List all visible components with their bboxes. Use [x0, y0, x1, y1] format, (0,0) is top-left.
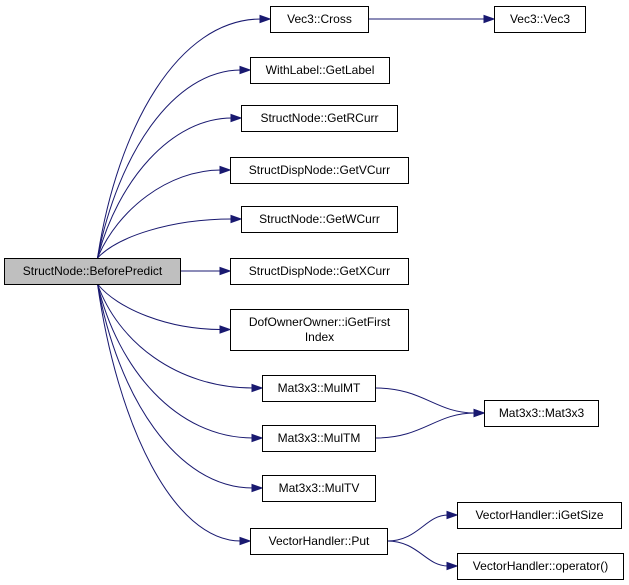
edges-layer	[97, 14, 496, 571]
node-label: VectorHandler::operator()	[473, 559, 608, 573]
node-label: Mat3x3::MulTV	[279, 481, 360, 495]
arrowhead-icon	[446, 510, 459, 520]
node-label: Vec3::Vec3	[510, 12, 570, 26]
node-label: Mat3x3::MulMT	[278, 381, 361, 395]
node-label: DofOwnerOwner::iGetFirst	[249, 315, 391, 329]
arrowhead-icon	[473, 408, 486, 418]
edge-root-to-structdispnode-getvcurr	[97, 169, 222, 259]
node-root[interactable]: StructNode::BeforePredict	[4, 258, 181, 285]
arrowhead-icon	[219, 165, 232, 175]
edge-root-to-mat3x3-multv	[97, 283, 254, 489]
node-box	[262, 375, 376, 402]
arrowhead-icon	[230, 214, 243, 224]
node-structnode-getrcurr[interactable]: StructNode::GetRCurr	[241, 105, 398, 132]
node-box	[262, 475, 376, 502]
node-vec3-cross[interactable]: Vec3::Cross	[270, 6, 369, 33]
edge-root-to-vec3-cross	[97, 18, 262, 259]
node-label: WithLabel::GetLabel	[266, 63, 375, 77]
edge-mat3x3-multm-to-mat3x3-mat3x3	[374, 412, 476, 439]
node-vectorhandler-put[interactable]: VectorHandler::Put	[250, 528, 388, 555]
node-label: Mat3x3::Mat3x3	[499, 406, 585, 420]
node-box	[4, 258, 181, 285]
arrowhead-icon	[446, 561, 459, 571]
nodes-layer: StructNode::BeforePredict Vec3::Cross Vec3…	[4, 6, 624, 580]
node-mat3x3-multm[interactable]: Mat3x3::MulTM	[262, 425, 376, 452]
edge-root-to-structnode-getrcurr	[97, 117, 233, 259]
node-structnode-getwcurr[interactable]: StructNode::GetWCurr	[241, 206, 398, 233]
arrowhead-icon	[230, 113, 243, 123]
edge-root-to-withlabel-getlabel	[97, 69, 242, 259]
edge-root-to-mat3x3-mulmt	[97, 283, 254, 389]
node-label: StructNode::BeforePredict	[23, 264, 163, 278]
arrowhead-icon	[483, 14, 496, 24]
node-mat3x3-mat3x3[interactable]: Mat3x3::Mat3x3	[484, 400, 599, 427]
edge-vectorhandler-put-to-vectorhandler-operator	[386, 540, 449, 567]
arrowhead-icon	[219, 325, 232, 334]
node-box	[250, 57, 390, 84]
edge-vectorhandler-put-to-vectorhandler-igetsize	[386, 514, 449, 542]
edge-root-to-mat3x3-multm	[97, 283, 254, 439]
node-box	[457, 502, 622, 529]
arrowhead-icon	[251, 483, 264, 493]
arrowhead-icon	[251, 383, 264, 393]
node-vectorhandler-igetsize[interactable]: VectorHandler::iGetSize	[457, 502, 622, 529]
node-structdispnode-getxcurr[interactable]: StructDispNode::GetXCurr	[230, 258, 409, 285]
edge-root-to-vectorhandler-put	[97, 283, 242, 542]
arrowhead-icon	[219, 266, 232, 276]
node-label: VectorHandler::Put	[269, 534, 370, 548]
node-box	[250, 528, 388, 555]
node-label: Index	[305, 330, 334, 344]
node-box	[230, 258, 409, 285]
edge-mat3x3-mulmt-to-mat3x3-mat3x3	[374, 387, 476, 414]
node-vectorhandler-operator[interactable]: VectorHandler::operator()	[457, 553, 624, 580]
node-label: StructDispNode::GetXCurr	[249, 264, 390, 278]
arrowhead-icon	[239, 536, 252, 546]
edge-root-to-structnode-getwcurr	[97, 218, 233, 259]
node-label: Mat3x3::MulTM	[278, 431, 361, 445]
node-box	[230, 309, 409, 351]
node-label: StructNode::GetWCurr	[259, 212, 380, 226]
node-label: VectorHandler::iGetSize	[475, 508, 603, 522]
arrowhead-icon	[239, 65, 252, 75]
node-structdispnode-getvcurr[interactable]: StructDispNode::GetVCurr	[230, 157, 409, 184]
arrowhead-icon	[251, 433, 264, 443]
node-withlabel-getlabel[interactable]: WithLabel::GetLabel	[250, 57, 390, 84]
node-box	[494, 6, 586, 33]
node-box	[241, 105, 398, 132]
node-label: Vec3::Cross	[287, 12, 352, 26]
node-label: StructDispNode::GetVCurr	[249, 163, 390, 177]
node-box	[270, 6, 369, 33]
node-mat3x3-mulmt[interactable]: Mat3x3::MulMT	[262, 375, 376, 402]
node-box	[230, 157, 409, 184]
edge-root-to-dofownerowner-igetfirstindex	[97, 283, 222, 330]
arrowhead-icon	[259, 14, 272, 24]
node-label: StructNode::GetRCurr	[260, 111, 378, 125]
node-box	[241, 206, 398, 233]
node-mat3x3-multv[interactable]: Mat3x3::MulTV	[262, 475, 376, 502]
node-box	[484, 400, 599, 427]
node-box	[262, 425, 376, 452]
node-box	[457, 553, 624, 580]
node-vec3-vec3[interactable]: Vec3::Vec3	[494, 6, 586, 33]
